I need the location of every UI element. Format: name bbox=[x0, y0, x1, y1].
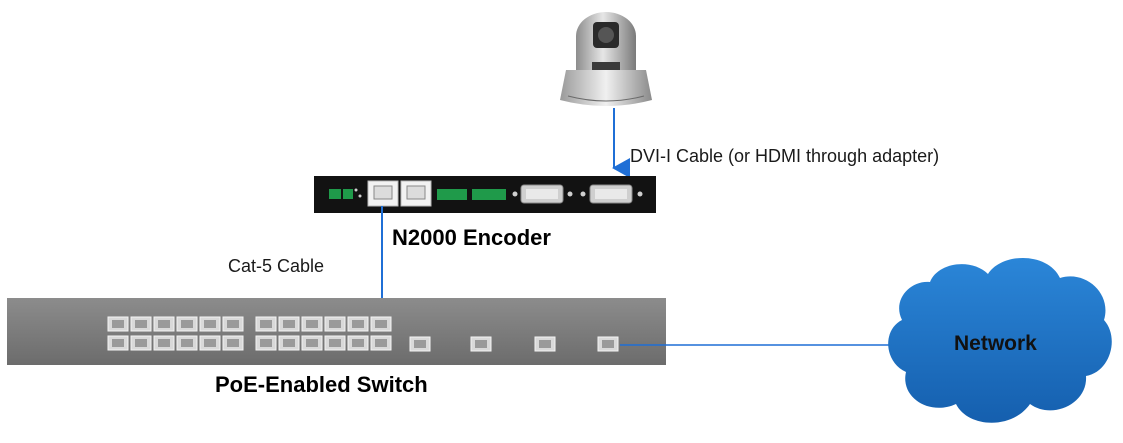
switch-port-socket bbox=[181, 339, 193, 347]
network-switch-icon bbox=[7, 298, 666, 365]
switch-port-socket bbox=[306, 339, 318, 347]
switch-port-socket bbox=[260, 320, 272, 328]
switch-port-socket bbox=[283, 339, 295, 347]
switch-port-socket bbox=[352, 339, 364, 347]
switch-port-socket bbox=[135, 339, 147, 347]
switch-port-socket bbox=[539, 340, 551, 348]
switch-port-socket bbox=[227, 339, 239, 347]
switch-port-socket bbox=[306, 320, 318, 328]
switch-port-socket bbox=[204, 320, 216, 328]
switch-port-socket bbox=[204, 339, 216, 347]
switch-label: PoE-Enabled Switch bbox=[215, 372, 428, 397]
switch-port-socket bbox=[283, 320, 295, 328]
switch-port-socket bbox=[414, 340, 426, 348]
cloud-icon bbox=[888, 257, 1112, 423]
switch-port-socket bbox=[181, 320, 193, 328]
switch-port-socket bbox=[227, 320, 239, 328]
dvi-cable-label: DVI-I Cable (or HDMI through adapter) bbox=[630, 146, 940, 166]
switch-port-socket bbox=[375, 339, 387, 347]
encoder-device-icon bbox=[314, 176, 656, 213]
switch-port-socket bbox=[329, 339, 341, 347]
switch-port-socket bbox=[112, 320, 124, 328]
switch-port-socket bbox=[112, 339, 124, 347]
switch-port-socket bbox=[375, 320, 387, 328]
cat5-cable-label: Cat-5 Cable bbox=[228, 256, 325, 276]
switch-port-socket bbox=[475, 340, 487, 348]
switch-port-socket bbox=[602, 340, 614, 348]
switch-port-socket bbox=[158, 320, 170, 328]
encoder-label: N2000 Encoder bbox=[392, 225, 551, 250]
ptz-camera-icon bbox=[560, 12, 652, 106]
network-label: Network bbox=[954, 332, 1037, 355]
switch-port-socket bbox=[135, 320, 147, 328]
switch-port-socket bbox=[158, 339, 170, 347]
switch-port-socket bbox=[352, 320, 364, 328]
switch-port-socket bbox=[329, 320, 341, 328]
switch-port-socket bbox=[260, 339, 272, 347]
